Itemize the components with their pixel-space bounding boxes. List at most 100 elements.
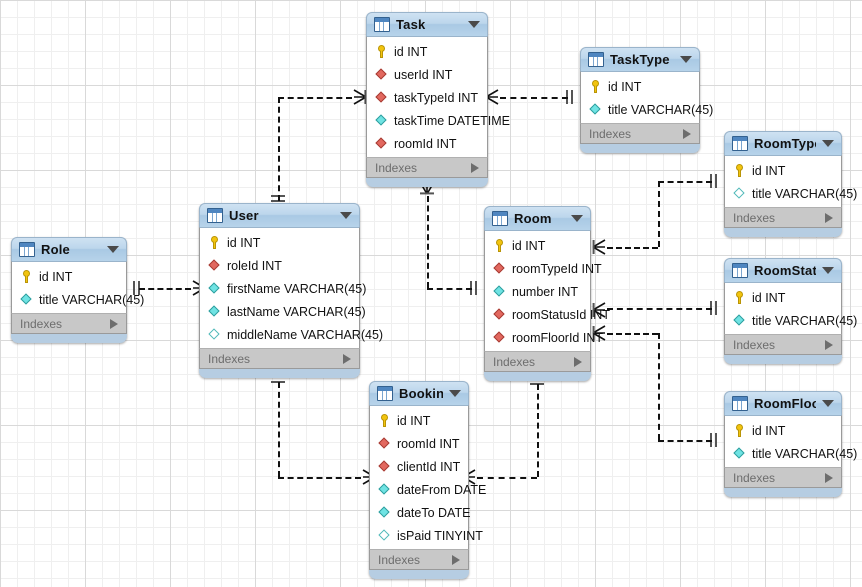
- foreign-key-icon: [208, 259, 221, 272]
- triangle-right-icon[interactable]: [452, 554, 460, 565]
- chevron-down-icon[interactable]: [571, 215, 583, 222]
- column-row[interactable]: id INT: [12, 265, 126, 288]
- table-header-role[interactable]: Role: [11, 237, 127, 261]
- column-nullable-icon: [378, 529, 391, 542]
- column-row[interactable]: id INT: [581, 75, 699, 98]
- conn-roomtype-room-h: [658, 181, 712, 183]
- table-header-user[interactable]: User: [199, 203, 360, 227]
- chevron-down-icon[interactable]: [822, 267, 834, 274]
- indexes-section-roomtype[interactable]: Indexes: [724, 207, 842, 228]
- indexes-section-task[interactable]: Indexes: [366, 157, 488, 178]
- triangle-right-icon[interactable]: [825, 472, 833, 483]
- column-nullable-icon: [733, 187, 746, 200]
- table-header-booking[interactable]: Booking: [369, 381, 469, 405]
- table-header-task[interactable]: Task: [366, 12, 488, 36]
- table-icon: [732, 263, 748, 278]
- column-label: roomFloorId INT: [512, 330, 603, 345]
- column-row[interactable]: title VARCHAR(45): [725, 309, 857, 332]
- column-label: isPaid TINYINT: [397, 528, 483, 543]
- chevron-down-icon[interactable]: [822, 400, 834, 407]
- column-row[interactable]: id INT: [725, 286, 841, 309]
- triangle-right-icon[interactable]: [343, 353, 351, 364]
- column-row[interactable]: isPaid TINYINT: [370, 524, 483, 547]
- column-row[interactable]: id INT: [485, 234, 590, 257]
- table-header-tasktype[interactable]: TaskType: [580, 47, 700, 71]
- indexes-section-room[interactable]: Indexes: [484, 351, 591, 372]
- crowsfoot-room-roomtype: [591, 238, 607, 256]
- table-header-roomfloor[interactable]: RoomFloor: [724, 391, 842, 415]
- column-row[interactable]: title VARCHAR(45): [581, 98, 713, 121]
- primary-key-icon: [20, 270, 33, 283]
- column-label: id INT: [752, 423, 786, 438]
- table-name: User: [229, 208, 259, 223]
- triangle-right-icon[interactable]: [574, 356, 582, 367]
- column-label: title VARCHAR(45): [39, 292, 145, 307]
- column-row[interactable]: roleId INT: [200, 254, 359, 277]
- column-row[interactable]: number INT: [485, 280, 590, 303]
- column-label: id INT: [752, 290, 786, 305]
- indexes-section-roomfloor[interactable]: Indexes: [724, 467, 842, 488]
- indexes-section-booking[interactable]: Indexes: [369, 549, 469, 570]
- table-header-roomtype[interactable]: RoomType: [724, 131, 842, 155]
- table-roomfloor[interactable]: RoomFloor id INT title VARCHAR(45)Indexes: [724, 391, 857, 497]
- triangle-right-icon[interactable]: [825, 339, 833, 350]
- column-row[interactable]: firstName VARCHAR(45): [200, 277, 366, 300]
- primary-key-icon: [375, 45, 388, 58]
- chevron-down-icon[interactable]: [340, 212, 352, 219]
- column-row[interactable]: roomId INT: [370, 432, 468, 455]
- column-row[interactable]: taskTypeId INT: [367, 86, 487, 109]
- column-row[interactable]: id INT: [200, 231, 359, 254]
- column-row[interactable]: id INT: [725, 419, 841, 442]
- chevron-down-icon[interactable]: [680, 56, 692, 63]
- table-name: Room: [514, 211, 552, 226]
- column-row[interactable]: roomStatusId INT: [485, 303, 610, 326]
- column-row[interactable]: title VARCHAR(45): [725, 442, 857, 465]
- column-row[interactable]: id INT: [367, 40, 487, 63]
- table-role[interactable]: Role id INT title VARCHAR(45) Indexes: [11, 237, 144, 343]
- triangle-right-icon[interactable]: [683, 128, 691, 139]
- column-row[interactable]: id INT: [725, 159, 841, 182]
- column-row[interactable]: roomFloorId INT: [485, 326, 603, 349]
- column-row[interactable]: dateFrom DATE: [370, 478, 486, 501]
- chevron-down-icon[interactable]: [449, 390, 461, 397]
- column-required-icon: [733, 447, 746, 460]
- column-label: firstName VARCHAR(45): [227, 281, 367, 296]
- indexes-section-tasktype[interactable]: Indexes: [580, 123, 700, 144]
- column-row[interactable]: userId INT: [367, 63, 487, 86]
- chevron-down-icon[interactable]: [107, 246, 119, 253]
- triangle-right-icon[interactable]: [471, 162, 479, 173]
- column-row[interactable]: middleName VARCHAR(45): [200, 323, 383, 346]
- table-header-roomstatus[interactable]: RoomStatus: [724, 258, 842, 282]
- table-icon: [377, 386, 393, 401]
- conn-room-booking-h: [477, 477, 537, 479]
- indexes-section-user[interactable]: Indexes: [199, 348, 360, 369]
- table-roomstatus[interactable]: RoomStatus id INT title VARCHAR(45)Indexes: [724, 258, 857, 364]
- column-row[interactable]: taskTime DATETIME: [367, 109, 510, 132]
- column-row[interactable]: lastName VARCHAR(45): [200, 300, 366, 323]
- column-row[interactable]: dateTo DATE: [370, 501, 470, 524]
- indexes-section-role[interactable]: Indexes: [11, 313, 127, 334]
- column-row[interactable]: clientId INT: [370, 455, 468, 478]
- column-row[interactable]: id INT: [370, 409, 468, 432]
- primary-key-icon: [589, 80, 602, 93]
- triangle-right-icon[interactable]: [825, 212, 833, 223]
- column-row[interactable]: roomId INT: [367, 132, 487, 155]
- column-row[interactable]: title VARCHAR(45): [725, 182, 857, 205]
- chevron-down-icon[interactable]: [822, 140, 834, 147]
- chevron-down-icon[interactable]: [468, 21, 480, 28]
- column-row[interactable]: title VARCHAR(45): [12, 288, 144, 311]
- table-header-room[interactable]: Room: [484, 206, 591, 230]
- triangle-right-icon[interactable]: [110, 318, 118, 329]
- column-row[interactable]: roomTypeId INT: [485, 257, 602, 280]
- indexes-section-roomstatus[interactable]: Indexes: [724, 334, 842, 355]
